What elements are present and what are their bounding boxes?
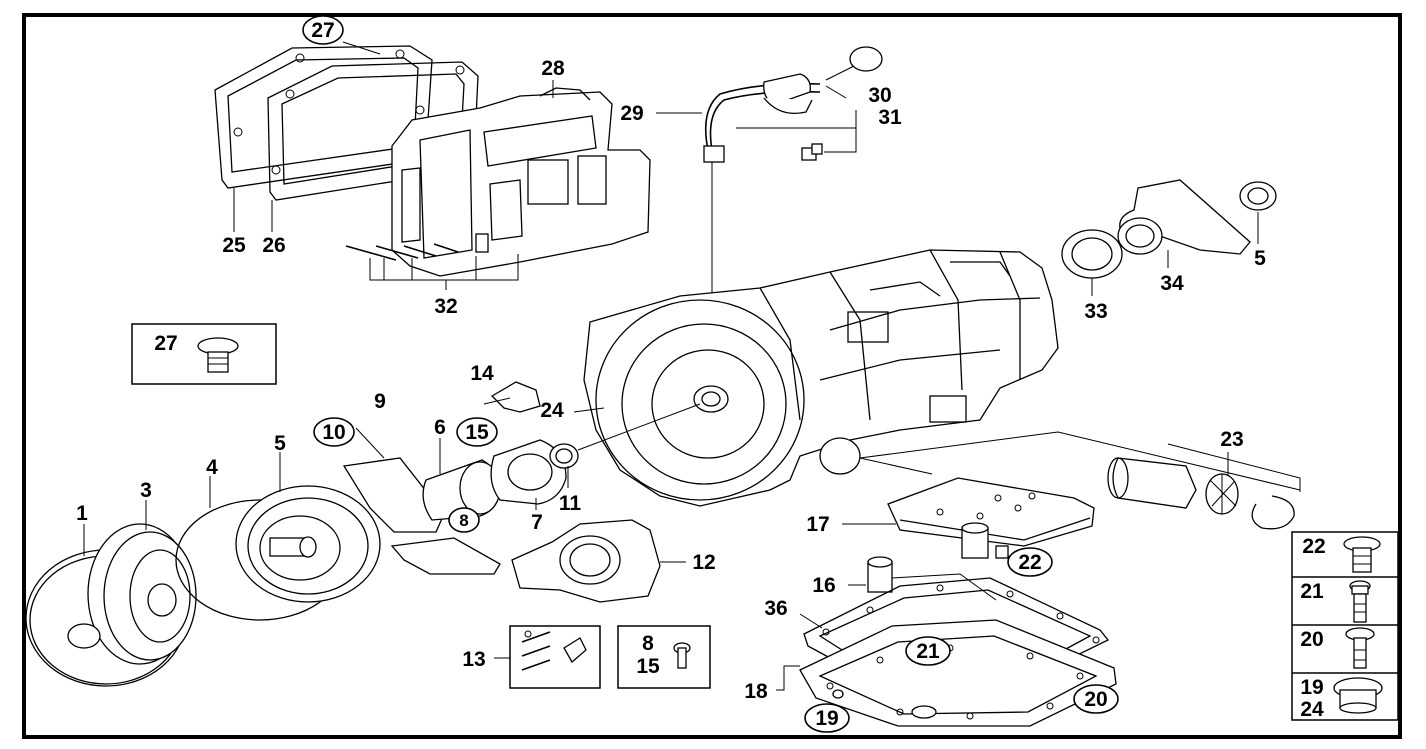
legend-label-20: 20 <box>1300 628 1323 651</box>
label-10-circle <box>313 417 355 447</box>
oil-pan-18 <box>776 619 1117 727</box>
label-15: 15 <box>465 421 489 444</box>
oil-filter-17 <box>842 477 1095 559</box>
label-25: 25 <box>222 234 246 257</box>
label-26: 26 <box>262 234 285 257</box>
label-22-circle <box>1007 547 1053 577</box>
label-5-rear: 5 <box>1254 247 1266 270</box>
sleeve-16 <box>848 556 997 601</box>
shaft-6 <box>422 438 501 521</box>
label-7: 7 <box>531 511 543 534</box>
bolt-22-icon <box>1343 536 1381 573</box>
label-5: 5 <box>274 432 286 455</box>
legend-label-22: 22 <box>1302 535 1325 558</box>
label-14: 14 <box>470 362 494 385</box>
seal-11 <box>549 403 701 488</box>
legend-label-24: 24 <box>1300 698 1324 721</box>
label-19: 19 <box>815 707 838 730</box>
label-8-box: 8 <box>642 632 654 655</box>
pump-housing-12 <box>511 519 686 603</box>
label-4: 4 <box>206 456 218 479</box>
label-27-circle <box>302 15 344 45</box>
label-23: 23 <box>1220 428 1243 451</box>
bolt-27-icon <box>197 337 239 373</box>
label-28: 28 <box>541 57 565 80</box>
label-21-circle <box>905 636 951 666</box>
inset-box-13 <box>509 625 601 689</box>
label-13: 13 <box>462 648 485 671</box>
label-8-circle <box>448 507 480 533</box>
label-10: 10 <box>322 421 345 444</box>
label-32: 32 <box>434 295 457 318</box>
o-ring-30 <box>849 46 883 72</box>
valve-body-28 <box>391 87 651 277</box>
bolt-set-13 <box>494 630 587 671</box>
label-15-box: 15 <box>636 655 660 678</box>
flange-34 <box>1117 179 1251 268</box>
label-36: 36 <box>764 597 787 620</box>
label-20: 20 <box>1084 688 1107 711</box>
wiring-harness-29 <box>703 73 821 298</box>
label-16: 16 <box>812 574 835 597</box>
label-15-circle <box>456 417 498 447</box>
filter-23 <box>859 431 1301 530</box>
label-22: 22 <box>1018 551 1041 574</box>
legend-label-21: 21 <box>1300 580 1324 603</box>
label-8: 8 <box>459 511 468 530</box>
label-6: 6 <box>434 416 446 439</box>
shield-9 <box>342 427 501 575</box>
fastener-legend <box>1291 531 1399 721</box>
label-18: 18 <box>744 680 768 703</box>
torque-converter-5 <box>235 452 381 603</box>
label-9: 9 <box>374 390 386 413</box>
label-3: 3 <box>140 479 152 502</box>
label-31: 31 <box>878 106 902 129</box>
diagram-frame <box>22 13 1402 739</box>
label-27-top: 27 <box>311 19 334 42</box>
label-30: 30 <box>868 84 891 107</box>
label-24: 24 <box>540 399 564 422</box>
label-33: 33 <box>1084 300 1107 323</box>
drum-3 <box>67 500 197 665</box>
plug-19-24-icon <box>1333 677 1383 714</box>
label-27-box: 27 <box>154 332 177 355</box>
bolts-32 <box>345 233 519 290</box>
label-29: 29 <box>620 102 643 125</box>
inset-box-27 <box>131 323 277 385</box>
label-20-circle <box>1073 684 1119 714</box>
label-34: 34 <box>1160 272 1184 295</box>
label-19-circle <box>804 703 850 733</box>
label-17: 17 <box>806 513 829 536</box>
inset-box-8-15 <box>617 625 711 689</box>
bracket-14 <box>483 381 541 413</box>
label-12: 12 <box>692 551 715 574</box>
bolt-20-icon <box>1345 627 1375 669</box>
nut-5-rear <box>1239 181 1277 244</box>
label-1: 1 <box>76 502 88 525</box>
seal-33 <box>1061 229 1123 296</box>
bolt-21-icon <box>1349 580 1371 623</box>
connectors-31 <box>736 85 857 161</box>
legend-label-19: 19 <box>1300 676 1323 699</box>
bolt-8-15-icon <box>673 642 691 669</box>
label-21: 21 <box>916 640 940 663</box>
transmission-housing <box>583 249 1059 507</box>
label-11: 11 <box>559 492 582 515</box>
